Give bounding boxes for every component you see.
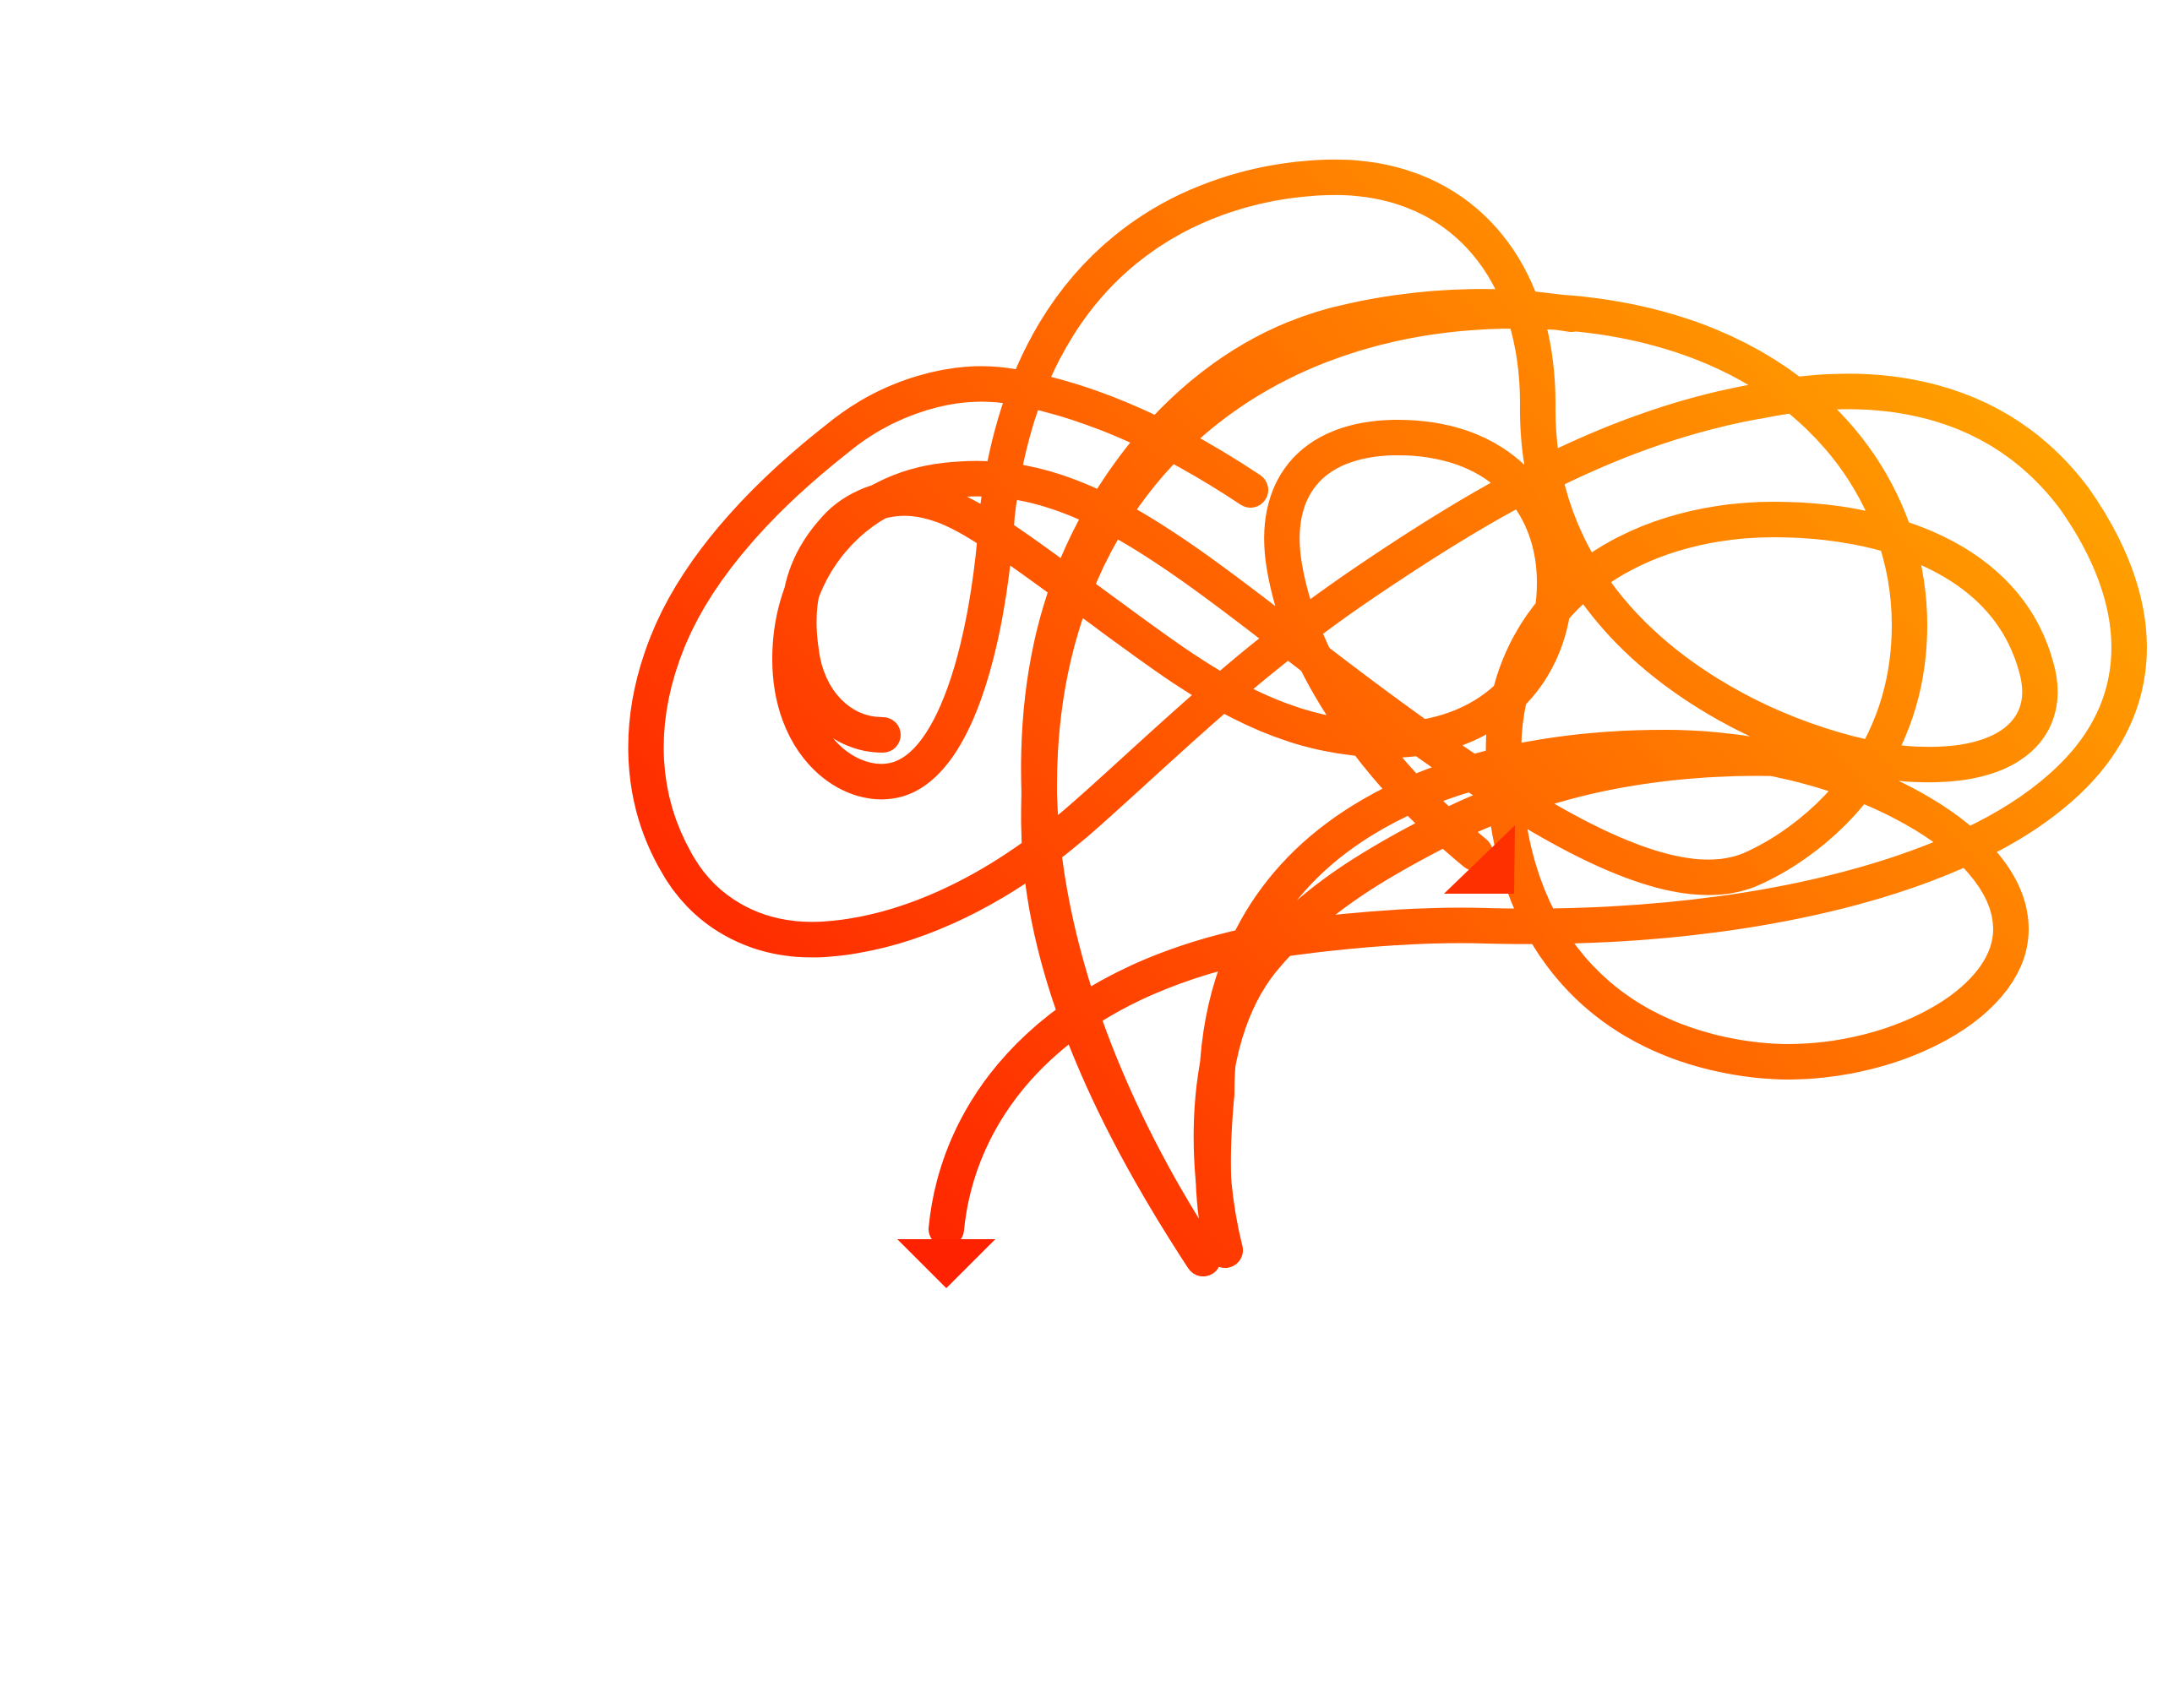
tangle-strand-main [772, 159, 2058, 1276]
tangle-group [628, 159, 2147, 1276]
left-arrowhead-icon [897, 1239, 995, 1288]
tangle-strand-right-arrow [781, 419, 1572, 871]
right-arrowhead-icon [1444, 825, 1515, 894]
tangle-strand-cross [1193, 740, 1877, 1268]
tangle-strand-left-arrow [628, 366, 2147, 1247]
tangle-strand-upper-loop [1021, 289, 1589, 1276]
